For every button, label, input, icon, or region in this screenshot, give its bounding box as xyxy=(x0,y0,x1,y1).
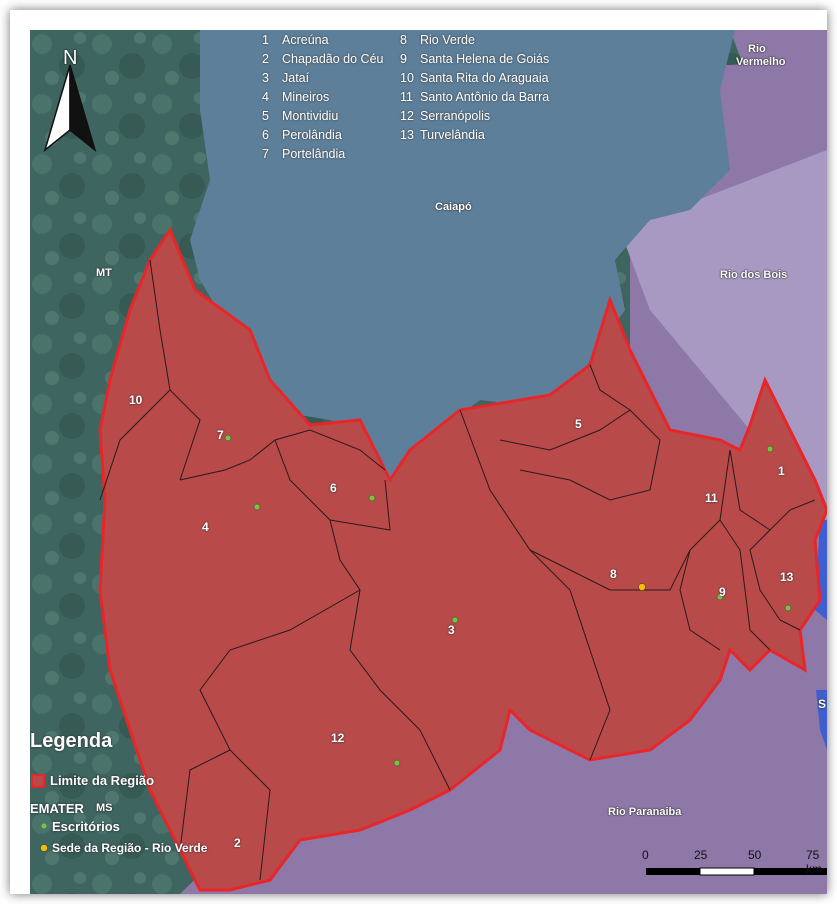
legend-limit-label: Limite da Região xyxy=(50,773,155,788)
north-label: N xyxy=(63,47,78,69)
legend-emater-label: EMATER xyxy=(30,801,84,816)
label-rio-dos-bois: Rio dos Bois xyxy=(720,269,788,281)
scale-tick-75: 75 km xyxy=(806,848,822,876)
label-rio-vermelho-1: Rio xyxy=(748,43,766,55)
water-east-2 xyxy=(816,690,827,750)
label-s-edge: S xyxy=(818,697,827,711)
office-dot-6 xyxy=(368,494,376,502)
label-ms: MS xyxy=(96,802,113,814)
region-boundary xyxy=(98,226,827,892)
label-rio-paranaiba: Rio Paranaiba xyxy=(608,806,682,818)
office-dot-1 xyxy=(766,445,774,453)
legend-offices-label: Escritórios xyxy=(52,819,120,834)
office-dot-12 xyxy=(393,759,401,767)
region-number-10[interactable]: 10 xyxy=(129,393,143,407)
legend-seat-label: Sede da Região - Rio Verde xyxy=(52,841,208,855)
region-number-6[interactable]: 6 xyxy=(330,481,337,495)
north-arrow-icon xyxy=(43,64,97,153)
scale-bar xyxy=(646,867,827,876)
office-dot-7 xyxy=(224,434,232,442)
rio-vermelho-area xyxy=(730,30,827,110)
legend-title: Legenda xyxy=(30,730,113,752)
map-canvas xyxy=(30,30,827,894)
scale-tick-50: 50 xyxy=(748,848,762,862)
scale-tick-0: 0 xyxy=(642,848,649,862)
office-markers xyxy=(224,434,792,767)
region-number-9[interactable]: 9 xyxy=(719,585,726,599)
legend-limit-swatch xyxy=(31,774,45,788)
region-number-5[interactable]: 5 xyxy=(575,417,582,431)
label-caiapo: Caiapó xyxy=(435,201,472,213)
legend-office-symbol xyxy=(41,823,47,829)
region-number-7[interactable]: 7 xyxy=(217,428,224,442)
office-dot-4 xyxy=(253,503,261,511)
region-number-12[interactable]: 12 xyxy=(331,731,345,745)
region-number-11[interactable]: 11 xyxy=(705,491,718,505)
label-mt: MT xyxy=(96,267,112,279)
office-dot-13 xyxy=(784,604,792,612)
legend-seat-symbol xyxy=(40,844,48,852)
label-rio-vermelho-2: Vermelho xyxy=(736,56,786,68)
seat-dot-rio-verde xyxy=(638,583,646,591)
office-dot-3 xyxy=(451,616,459,624)
region-number-3[interactable]: 3 xyxy=(448,623,455,637)
region-number-2[interactable]: 2 xyxy=(234,836,241,850)
scale-tick-25: 25 xyxy=(694,848,708,862)
region-number-4[interactable]: 4 xyxy=(202,520,209,534)
region-number-8[interactable]: 8 xyxy=(610,567,617,581)
caiapo-area xyxy=(190,30,735,480)
office-dot-9 xyxy=(716,593,724,601)
municipality-borders xyxy=(99,259,816,881)
region-number-13[interactable]: 13 xyxy=(780,570,794,584)
region-number-1[interactable]: 1 xyxy=(778,464,785,478)
